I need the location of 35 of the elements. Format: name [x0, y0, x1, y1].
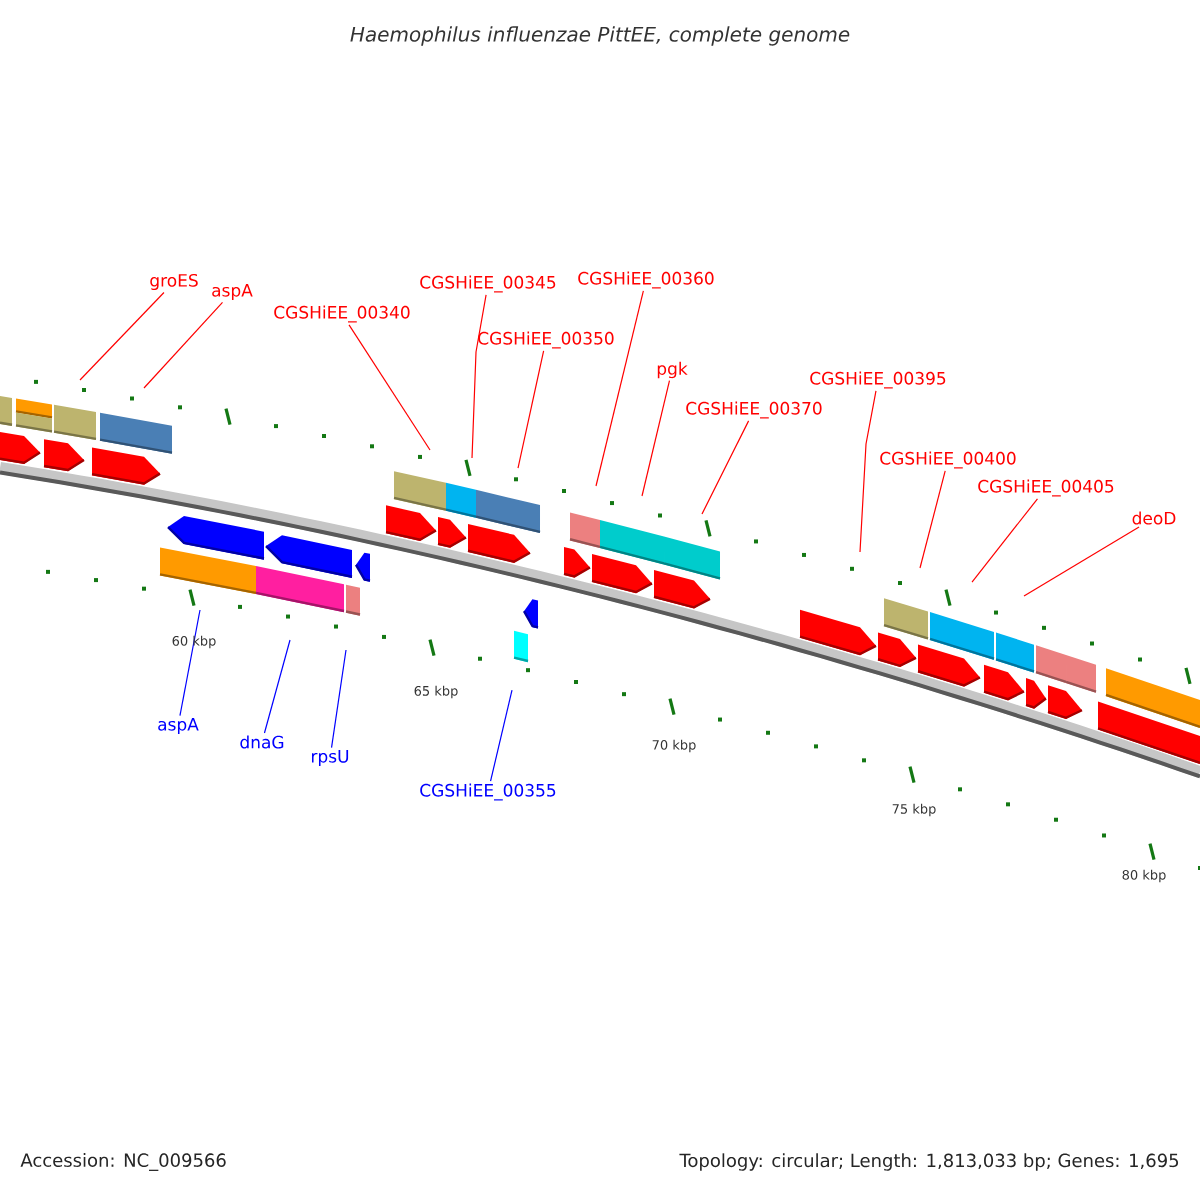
gene-label: pgk [657, 361, 688, 379]
leader-line [330, 649, 347, 749]
gene-label: CGSHiEE_00355 [420, 783, 556, 801]
leader-line [143, 301, 224, 389]
leader-line [471, 294, 487, 459]
title: Haemophilus influenzae PittEE, complete genome [350, 26, 850, 46]
leader-line [641, 380, 671, 497]
gene-label: CGSHiEE_00360 [578, 271, 714, 289]
leader-line [595, 290, 644, 487]
leader-line [859, 390, 877, 553]
leader-line [263, 639, 291, 734]
gene-label: CGSHiEE_00345 [420, 275, 556, 293]
gene-label: deoD [1132, 511, 1176, 525]
leader-line [919, 470, 946, 569]
leader-line [489, 689, 513, 782]
leader-line [179, 609, 201, 717]
leader-line [971, 498, 1039, 583]
genome-stats-text: Topology: circular; Length: 1,813,033 bp; Genes: 1,695 [679, 1153, 1179, 1171]
gene-label: aspA [212, 284, 253, 300]
gene-label: CGSHiEE_00395 [810, 371, 946, 389]
gene-label: CGSHiEE_00370 [686, 401, 822, 419]
gene-label: CGSHiEE_00340 [274, 305, 410, 323]
gene-label: CGSHiEE_00400 [880, 451, 1016, 469]
gene-label: CGSHiEE_00405 [978, 479, 1114, 497]
leader-line [348, 324, 431, 451]
leader-line [1023, 526, 1140, 597]
gene-label: dnaG [240, 735, 284, 749]
leader-line [79, 291, 165, 381]
leader-line [517, 350, 545, 469]
gene-label: rpsU [312, 750, 349, 766]
gene-label: CGSHiEE_00350 [478, 331, 614, 349]
gene-label: groES [150, 273, 198, 291]
accession-text: Accession: NC_009566 [20, 1153, 226, 1171]
gene-label: aspA [158, 718, 199, 734]
leader-line [701, 420, 750, 515]
